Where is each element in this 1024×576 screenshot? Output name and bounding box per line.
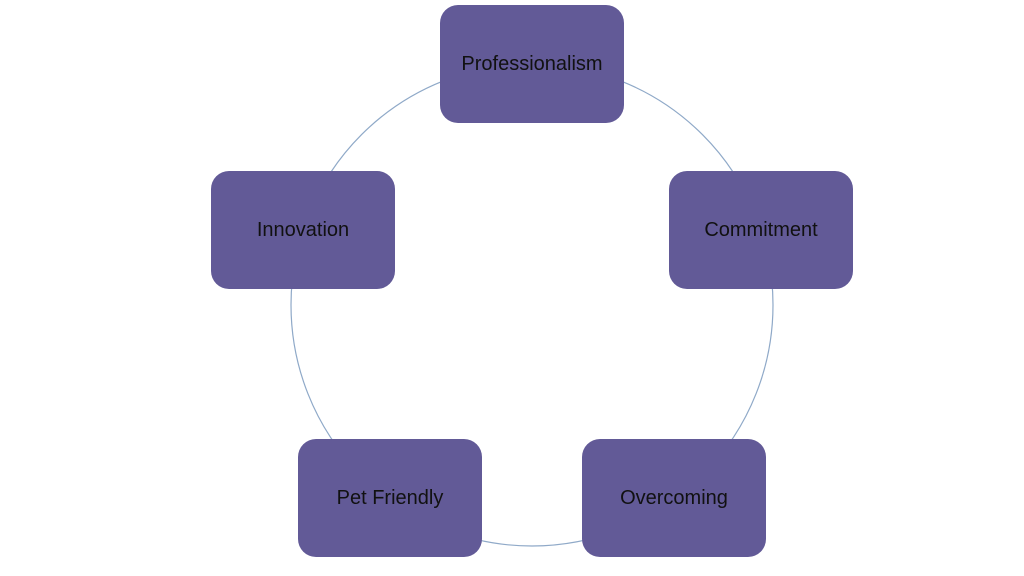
node-pet-friendly: Pet Friendly [298,439,482,557]
node-label: Professionalism [461,52,603,75]
node-label: Innovation [256,218,350,241]
node-commitment: Commitment [669,171,853,289]
node-label: Pet Friendly [336,486,444,509]
node-label: Commitment [704,218,818,241]
node-professionalism: Professionalism [440,5,624,123]
node-innovation: Innovation [211,171,395,289]
node-overcoming: Overcoming [582,439,766,557]
node-label: Overcoming [620,486,728,509]
